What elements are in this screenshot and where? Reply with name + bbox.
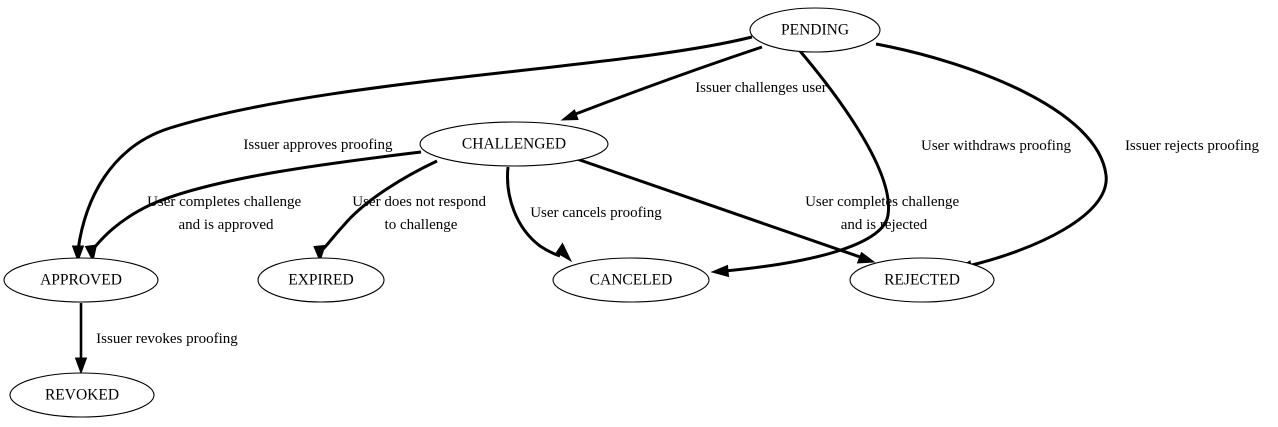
edge-approved-revoked-label: Issuer revokes proofing xyxy=(96,331,238,347)
node-canceled-ellipse xyxy=(552,257,710,303)
edge-label-line: User withdraws proofing xyxy=(921,138,1071,154)
edge-challenged-rejected-arrowhead xyxy=(856,251,876,264)
node-rejected-ellipse xyxy=(849,257,995,303)
edge-label-line: User does not respond xyxy=(352,194,486,210)
edge-label-line: Issuer rejects proofing xyxy=(1125,138,1260,154)
node-approved-ellipse xyxy=(3,257,159,303)
edge-pending-challenged[interactable]: Issuer challenges user xyxy=(560,45,827,121)
edge-challenged-canceled-arrowhead xyxy=(555,242,573,263)
edge-challenged-expired-arrowhead xyxy=(313,244,326,263)
node-revoked-ellipse xyxy=(9,372,155,418)
node-canceled-label: CANCELED xyxy=(590,272,673,289)
edge-challenged-approved[interactable]: User completes challenge and is approved xyxy=(84,150,422,263)
edge-pending-rejected-path xyxy=(875,42,1108,268)
edge-challenged-rejected-label: User completes challenge and is rejected xyxy=(805,194,963,233)
edge-label-line: Issuer approves proofing xyxy=(243,137,393,153)
node-expired-label: EXPIRED xyxy=(288,272,353,289)
edge-pending-rejected[interactable]: Issuer rejects proofing xyxy=(875,42,1260,273)
edge-challenged-approved-arrowhead xyxy=(84,244,98,263)
node-approved[interactable]: APPROVED xyxy=(3,257,159,303)
edge-challenged-rejected[interactable]: User completes challenge and is rejected xyxy=(576,157,963,264)
edge-label-line: to challenge xyxy=(385,217,458,233)
node-rejected-label: REJECTED xyxy=(884,272,960,289)
node-challenged-label: CHALLENGED xyxy=(462,136,566,153)
edge-challenged-canceled[interactable]: User cancels proofing xyxy=(506,166,663,263)
edge-challenged-canceled-path xyxy=(506,166,561,258)
edge-challenged-approved-path xyxy=(90,150,422,252)
node-expired-ellipse xyxy=(257,257,385,303)
node-revoked[interactable]: REVOKED xyxy=(9,372,155,418)
edge-challenged-canceled-label: User cancels proofing xyxy=(530,205,662,221)
node-pending[interactable]: PENDING xyxy=(749,7,881,53)
node-challenged[interactable]: CHALLENGED xyxy=(419,121,609,167)
edge-challenged-approved-label: User completes challenge and is approved xyxy=(147,194,305,233)
edge-label-line: User completes challenge xyxy=(147,194,301,210)
node-canceled[interactable]: CANCELED xyxy=(552,257,710,303)
node-approved-label: APPROVED xyxy=(40,272,122,289)
edge-approved-revoked[interactable]: Issuer revokes proofing xyxy=(74,303,239,375)
edge-label-line: User cancels proofing xyxy=(530,205,662,221)
edge-pending-approved[interactable]: Issuer approves proofing xyxy=(71,35,753,263)
edge-pending-challenged-label: Issuer challenges user xyxy=(695,80,827,96)
edge-pending-canceled-arrowhead xyxy=(710,264,730,278)
edge-pending-canceled-path xyxy=(724,50,891,273)
edge-pending-canceled[interactable]: User withdraws proofing xyxy=(710,50,1071,278)
edge-pending-challenged-path xyxy=(572,45,763,117)
edge-pending-approved-path xyxy=(76,35,753,251)
edge-label-line: and is approved xyxy=(179,217,274,233)
edge-challenged-expired[interactable]: User does not respond to challenge xyxy=(313,159,490,263)
edge-challenged-rejected-path xyxy=(576,157,864,260)
node-pending-label: PENDING xyxy=(781,22,849,39)
edge-label-line: and is rejected xyxy=(841,217,928,233)
edge-approved-revoked-arrowhead xyxy=(74,357,88,375)
edge-label-line: Issuer challenges user xyxy=(695,80,827,96)
edge-pending-challenged-arrowhead xyxy=(560,109,579,121)
edge-pending-approved-arrowhead xyxy=(71,245,85,263)
edge-challenged-expired-label: User does not respond to challenge xyxy=(352,194,489,233)
node-revoked-label: REVOKED xyxy=(45,387,119,404)
edge-pending-approved-label: Issuer approves proofing xyxy=(243,137,393,153)
node-rejected[interactable]: REJECTED xyxy=(849,257,995,303)
edge-label-line: User completes challenge xyxy=(805,194,959,210)
node-challenged-ellipse xyxy=(419,121,609,167)
node-pending-ellipse xyxy=(749,7,881,53)
edge-label-line: Issuer revokes proofing xyxy=(96,331,238,347)
edge-pending-rejected-label: Issuer rejects proofing xyxy=(1125,138,1260,154)
edge-challenged-expired-path xyxy=(321,159,438,252)
edge-pending-canceled-label: User withdraws proofing xyxy=(921,138,1071,154)
node-expired[interactable]: EXPIRED xyxy=(257,257,385,303)
